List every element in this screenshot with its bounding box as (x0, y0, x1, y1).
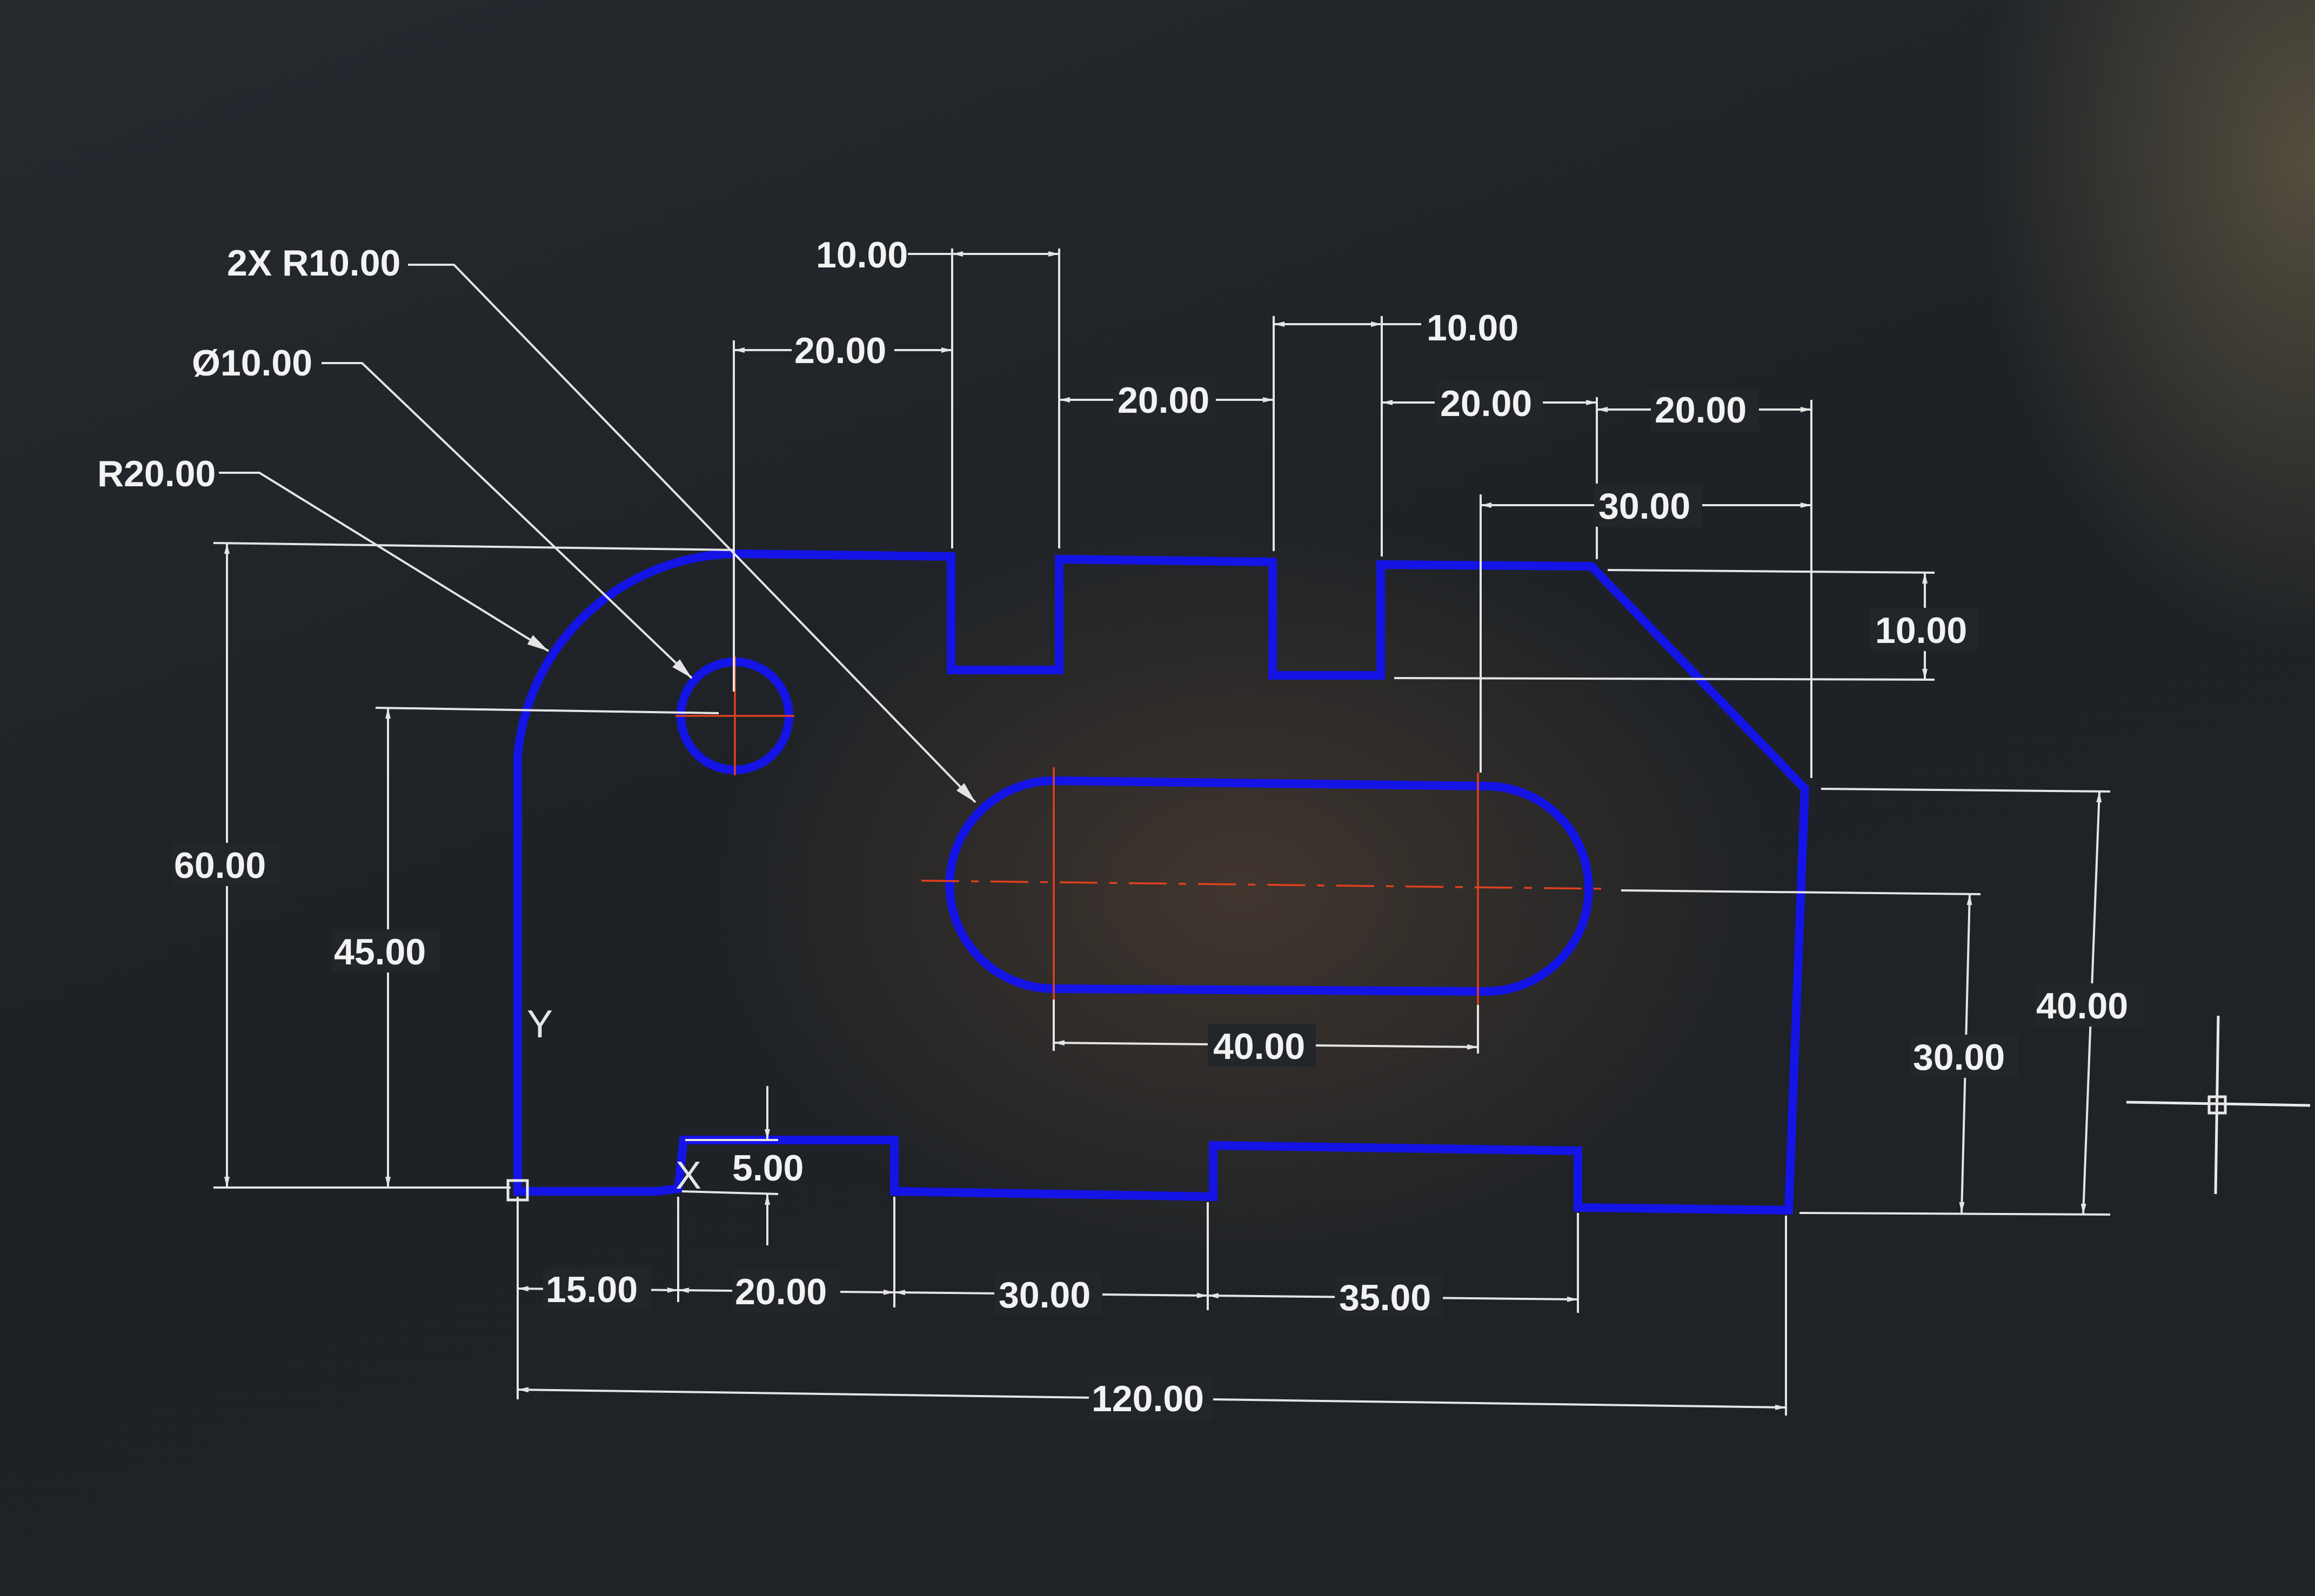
dim-slot-gap[interactable]: 20.00 (1059, 378, 1274, 421)
obround-slot[interactable] (945, 776, 1593, 996)
dim-overall-height[interactable]: 60.00 (172, 542, 735, 1189)
dim-slot1-width-label: 10.00 (816, 234, 908, 276)
crosshair-cursor[interactable] (2126, 1015, 2311, 1195)
dim-slot-length[interactable]: 40.00 (1053, 1000, 1479, 1067)
leader-fillet-label: 2X R10.00 (227, 243, 400, 284)
dim-seg1[interactable]: 15.00 (517, 1267, 679, 1310)
leader-hole[interactable]: Ø10.00 (192, 343, 693, 679)
leader-corner-radius-label: R20.00 (97, 453, 216, 494)
dim-overall-width-label: 120.00 (1092, 1378, 1204, 1419)
dim-slot-center-offset-label: 30.00 (1598, 486, 1690, 527)
dim-slot-gap-label: 20.00 (1118, 380, 1209, 421)
part-geometry[interactable] (513, 549, 1810, 1215)
cursor-pickbox (2207, 1095, 2227, 1115)
dim-slot-center-offset[interactable]: 30.00 (1481, 484, 1811, 527)
dim-chamfer-height-label: 40.00 (2036, 985, 2128, 1027)
dim-seg1-label: 15.00 (546, 1269, 638, 1310)
dim-overall-height-label: 60.00 (174, 845, 266, 886)
ucs-origin-box (506, 1179, 529, 1202)
dim-notch-depth[interactable]: 5.00 (681, 1086, 804, 1245)
dim-seg2[interactable]: 20.00 (678, 1270, 895, 1313)
leader-hole-label: Ø10.00 (192, 343, 312, 384)
dim-slot2-to-step-label: 20.00 (1440, 383, 1532, 424)
dim-seg2-label: 20.00 (735, 1271, 827, 1312)
slot-centerline (921, 880, 1603, 890)
dim-slot-depth[interactable]: 10.00 (1394, 569, 1978, 681)
ucs-x-label: X (675, 1154, 701, 1197)
dim-slot-height[interactable]: 30.00 (1621, 889, 2018, 1213)
dim-step-width-label: 20.00 (1655, 390, 1747, 431)
dim-slot1-width[interactable]: 10.00 (816, 234, 1059, 276)
dim-overall-width[interactable]: 120.00 (517, 1377, 1787, 1421)
dim-seg3[interactable]: 30.00 (894, 1272, 1208, 1316)
dim-slot2-to-step[interactable]: 20.00 (1382, 381, 1597, 424)
top-extension-lines (733, 249, 1812, 778)
dim-hole-height-label: 45.00 (334, 931, 426, 973)
dim-notch-depth-label: 5.00 (732, 1148, 804, 1189)
leader-fillet[interactable]: 2X R10.00 (227, 243, 976, 803)
ucs-icon: Y X (506, 1003, 701, 1202)
dim-seg3-label: 30.00 (999, 1275, 1090, 1316)
dim-step-width[interactable]: 20.00 (1597, 388, 1811, 431)
part-outline[interactable] (513, 549, 1810, 1215)
dim-slot2-width-label: 10.00 (1427, 307, 1518, 348)
dim-slot-height-label: 30.00 (1913, 1037, 2005, 1078)
ucs-y-label: Y (527, 1003, 553, 1046)
dim-slot-depth-label: 10.00 (1875, 610, 1967, 651)
dim-hole-height[interactable]: 45.00 (332, 707, 719, 1188)
dim-hole-offset-label: 20.00 (794, 330, 886, 371)
dim-seg4-label: 35.00 (1339, 1277, 1431, 1318)
dim-seg4[interactable]: 35.00 (1207, 1275, 1578, 1318)
dim-slot-length-label: 40.00 (1213, 1026, 1305, 1067)
center-lines (675, 656, 1603, 1005)
bottom-extension-lines (517, 1197, 1787, 1416)
leader-corner-radius[interactable]: R20.00 (97, 453, 550, 652)
dim-chamfer-height[interactable]: 40.00 (1799, 788, 2143, 1216)
dim-slot2-width[interactable]: 10.00 (1274, 307, 1518, 348)
dim-hole-offset[interactable]: 20.00 (734, 328, 952, 372)
